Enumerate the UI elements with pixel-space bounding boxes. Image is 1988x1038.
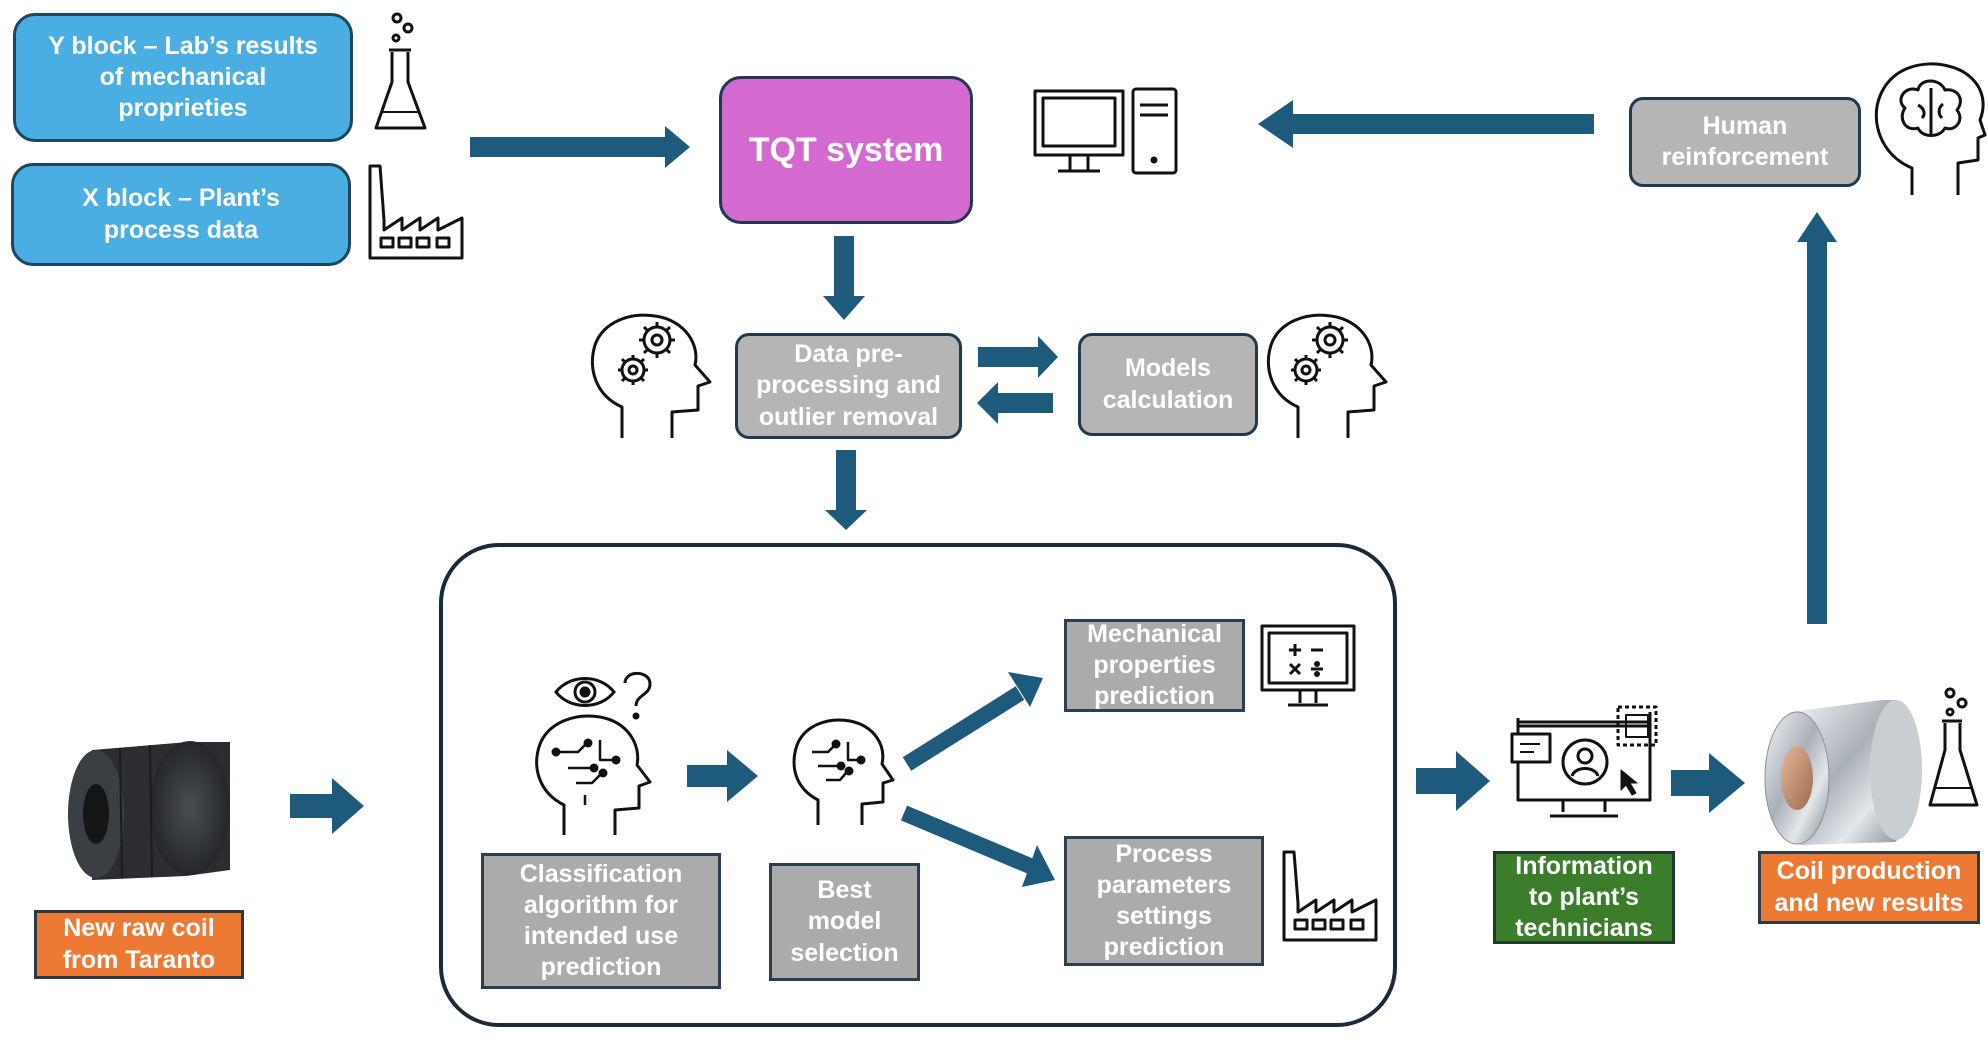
- gear-head-icon: [591, 313, 712, 438]
- calculator-monitor-icon: [1260, 624, 1356, 707]
- raw-steel-coil-image: [68, 741, 230, 880]
- arrow-best-model-to-process: [900, 805, 1055, 887]
- arrow-tqt-to-preprocessing: [823, 236, 865, 320]
- finished-steel-coil-image: [1764, 700, 1922, 845]
- gear-head-icon-right: [1267, 313, 1388, 438]
- information-box: Information to plant’s technicians: [1493, 851, 1675, 944]
- arrow-pipeline-to-information: [1416, 751, 1490, 811]
- arrow-coil-production-to-human: [1797, 212, 1837, 624]
- arrow-information-to-coil-production: [1671, 753, 1745, 813]
- user-monitor-icon: [1510, 705, 1658, 818]
- factory-icon-process: [1282, 850, 1378, 942]
- factory-icon: [368, 164, 464, 260]
- eye-question-icon: [554, 671, 652, 720]
- process-prediction-box: Process parameters settings prediction: [1064, 836, 1264, 966]
- arrow-classification-to-best-model: [687, 750, 758, 802]
- circuit-brain-head-icon-best-model: [792, 718, 895, 825]
- arrow-inputs-to-tqt: [470, 126, 690, 168]
- preprocessing-box: Data pre- processing and outlier removal: [735, 333, 962, 439]
- mechanical-prediction-box: Mechanical properties prediction: [1064, 619, 1245, 712]
- brain-head-icon: [1874, 62, 1987, 195]
- desktop-computer-icon: [1033, 87, 1178, 175]
- flask-icon: [374, 12, 427, 130]
- x-block-box: X block – Plant’s process data: [11, 163, 351, 266]
- arrow-best-model-to-mechanical: [902, 672, 1043, 771]
- coil-production-box: Coil production and new results: [1758, 851, 1980, 924]
- circuit-brain-head-icon: [535, 714, 652, 835]
- flask-icon-right: [1928, 687, 1979, 807]
- models-calculation-box: Models calculation: [1078, 333, 1258, 436]
- classification-box: Classification algorithm for intended us…: [481, 853, 721, 989]
- raw-coil-box: New raw coil from Taranto: [34, 910, 244, 979]
- arrow-human-to-computer: [1258, 100, 1594, 148]
- tqt-system-box: TQT system: [719, 76, 973, 224]
- human-reinforcement-box: Human reinforcement: [1629, 97, 1861, 187]
- arrow-preprocessing-to-models: [978, 336, 1058, 378]
- arrow-preprocessing-to-pipeline: [825, 450, 867, 530]
- arrow-models-to-preprocessing: [977, 382, 1053, 424]
- prediction-pipeline-frame: [439, 543, 1397, 1027]
- arrow-raw-coil-to-pipeline: [290, 778, 364, 834]
- y-block-box: Y block – Lab’s results of mechanical pr…: [13, 13, 353, 142]
- best-model-box: Best model selection: [769, 863, 920, 981]
